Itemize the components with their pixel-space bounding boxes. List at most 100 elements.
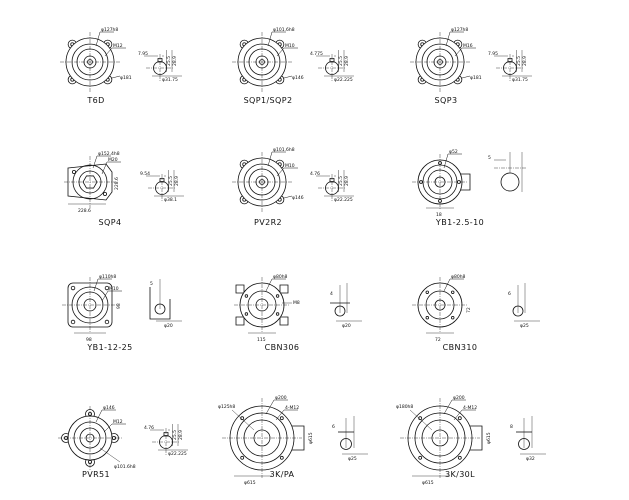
key-width-label: 6 bbox=[332, 424, 335, 430]
body-height-label: 228.6 bbox=[114, 177, 120, 190]
flange-diameter-label: φ180h8 bbox=[396, 404, 413, 410]
component-label: PV2R2 bbox=[253, 218, 283, 227]
component-label: YB1-2.5-10 bbox=[435, 218, 485, 227]
key-depth-label: 25.5 bbox=[516, 56, 522, 66]
flange-diameter-label: φ101.6h8 bbox=[273, 27, 295, 33]
bolt-circle-label: φ146 bbox=[292, 195, 304, 201]
bolt-circle-label: φ146 bbox=[103, 405, 115, 411]
thread-size-label: M10 bbox=[109, 286, 119, 292]
key-width-label: 7.95 bbox=[138, 51, 148, 57]
bolt-circle-label: φ146 bbox=[292, 75, 304, 81]
component-drawing-3k-pa: φ125h8 φ200 4-M12 φ615 φ615 6 φ25 bbox=[218, 395, 368, 486]
key-width-label: 8 bbox=[510, 424, 513, 430]
shaft-diameter-label: φ32 bbox=[526, 456, 535, 462]
key-depth-label: 28.9 bbox=[344, 176, 350, 186]
flange-diameter-label: φ127h8 bbox=[451, 27, 468, 33]
component-label: YB1-12-25 bbox=[87, 343, 133, 352]
shaft-diameter-label: φ20 bbox=[164, 323, 173, 329]
key-depth-label: 28.9 bbox=[172, 56, 178, 66]
thread-size-label: M10 bbox=[285, 43, 295, 49]
key-width-label: 6 bbox=[508, 291, 511, 297]
component-label: T6D bbox=[87, 96, 105, 105]
component-label: SQP1/SQP2 bbox=[243, 96, 293, 105]
key-depth-label: 28.9 bbox=[344, 56, 350, 66]
flange-diameter-label: φ125h8 bbox=[218, 404, 235, 410]
key-depth-label: 25.5 bbox=[338, 176, 344, 186]
component-label: CBN310 bbox=[442, 343, 478, 352]
thread-size-label: M8 bbox=[293, 300, 300, 306]
key-width-label: 7.95 bbox=[488, 51, 498, 57]
bolt-circle-label: φ181 bbox=[120, 75, 132, 81]
key-width-label: 4.76 bbox=[310, 171, 320, 177]
mount-height-label: φ615 bbox=[308, 432, 314, 444]
key-width-label: 5 bbox=[488, 155, 491, 161]
shaft-diameter-label: φ22.225 bbox=[168, 451, 187, 457]
shaft-diameter-label: φ20 bbox=[342, 323, 351, 329]
mount-width-label: 98 bbox=[86, 337, 92, 343]
mount-height-label: φ615 bbox=[486, 432, 492, 444]
key-width-label: 4.775 bbox=[310, 51, 323, 57]
key-depth-label: 25.5 bbox=[338, 56, 344, 66]
thread-size-label: M10 bbox=[285, 163, 295, 169]
mount-width-label: 115 bbox=[257, 337, 266, 343]
thread-size-label: M16 bbox=[463, 43, 473, 49]
key-depth-label: 25.5 bbox=[168, 176, 174, 186]
mount-width-label: φ615 bbox=[244, 480, 256, 486]
flange-diameter-label: φ101.6h8 bbox=[273, 147, 295, 153]
flange-diameter-label: φ110h8 bbox=[99, 274, 116, 280]
shaft-diameter-label: φ38.1 bbox=[164, 197, 177, 203]
mount-width-label: φ615 bbox=[422, 480, 434, 486]
shaft-diameter-label: φ31.75 bbox=[512, 77, 528, 83]
key-width-label: 4.76 bbox=[144, 425, 154, 431]
mount-width-label: 18 bbox=[436, 212, 442, 218]
thread-size-label: 4-M12 bbox=[463, 405, 477, 411]
shaft-diameter-label: φ25 bbox=[348, 456, 357, 462]
key-width-label: 9.54 bbox=[140, 171, 150, 177]
key-depth-label: 25.5 bbox=[166, 56, 172, 66]
key-depth-label: 28.9 bbox=[522, 56, 528, 66]
shaft-diameter-label: φ25 bbox=[520, 323, 529, 329]
flange-diameter-label: φ52 bbox=[449, 149, 458, 155]
thread-size-label: M20 bbox=[108, 157, 118, 163]
key-depth-label: 25.5 bbox=[172, 430, 178, 440]
component-label: 3K/PA bbox=[269, 470, 295, 479]
component-label: CBN306 bbox=[264, 343, 300, 352]
flange-diameter-label: φ152.4h8 bbox=[98, 151, 120, 157]
outer-diameter-label: φ200 bbox=[453, 395, 465, 401]
shaft-diameter-label: φ22.225 bbox=[334, 77, 353, 83]
key-width-label: 4 bbox=[330, 291, 333, 297]
key-depth-label: 28.9 bbox=[178, 430, 184, 440]
component-label: SQP4 bbox=[98, 218, 122, 227]
flange-diameter-label: φ127h8 bbox=[101, 27, 118, 33]
bolt-circle-label: φ181 bbox=[470, 75, 482, 81]
key-depth-label: 28.9 bbox=[174, 176, 180, 186]
component-drawing-3k-30l: φ180h8 φ200 4-M12 φ615 φ615 8 φ32 bbox=[396, 395, 546, 486]
component-drawing-yb1-2-5-10: φ52 18 5 bbox=[412, 149, 526, 218]
thread-size-label: M12 bbox=[113, 419, 123, 425]
shaft-diameter-label: φ22.225 bbox=[334, 197, 353, 203]
thread-size-label: M12 bbox=[113, 43, 123, 49]
body-width-label: 228.6 bbox=[78, 208, 91, 214]
component-label: 3K/30L bbox=[444, 470, 476, 479]
thread-size-label: 4-M12 bbox=[285, 405, 299, 411]
flange-diameter-label: φ101.6h8 bbox=[114, 464, 136, 470]
flange-diameter-label: φ80h8 bbox=[273, 274, 288, 280]
component-label: PVR51 bbox=[81, 470, 111, 479]
mount-width-label: 72 bbox=[435, 337, 441, 343]
outer-diameter-label: φ200 bbox=[275, 395, 287, 401]
mount-height-label: 98 bbox=[116, 303, 122, 309]
key-width-label: 5 bbox=[150, 281, 153, 287]
component-label: SQP3 bbox=[434, 96, 458, 105]
mount-height-label: 72 bbox=[466, 307, 472, 313]
shaft-diameter-label: φ31.75 bbox=[162, 77, 178, 83]
